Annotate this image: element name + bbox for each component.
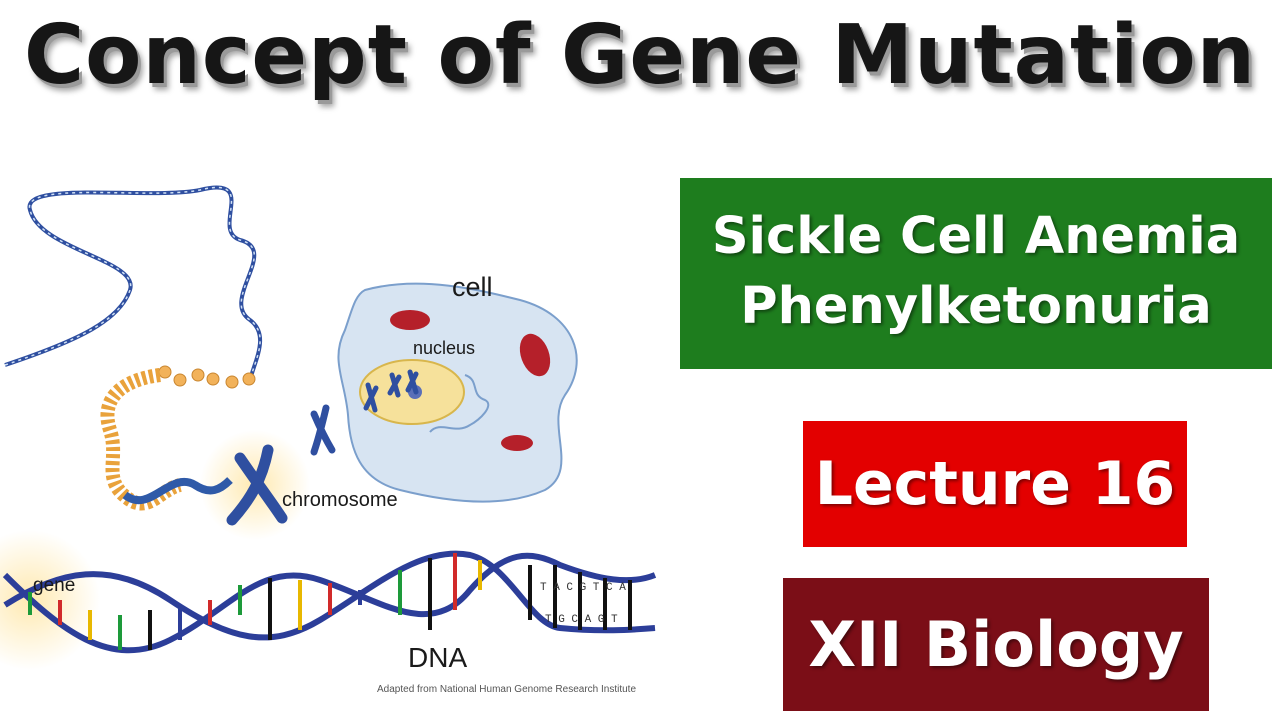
mitochondrion (390, 310, 430, 330)
chromatin-coil (100, 368, 183, 511)
topics-box: Sickle Cell Anemia Phenylketonuria (680, 178, 1272, 369)
topic-line-1: Sickle Cell Anemia (711, 207, 1241, 266)
supercoil (122, 477, 233, 505)
loose-dna-strand (4, 185, 262, 381)
dna-diagram: T A C G T C A T G C A G T (0, 185, 657, 670)
label-chromosome: chromosome (282, 489, 398, 511)
dna-helix (2, 550, 657, 654)
mitochondrion (501, 435, 533, 451)
nucleosome-beads (158, 365, 256, 389)
chromatin-strands (429, 374, 490, 433)
base-letters-top: T A C G T C A (540, 582, 626, 594)
chromosome-small (310, 404, 336, 456)
label-dna: DNA (408, 642, 468, 673)
course-badge: XII Biology (783, 578, 1209, 711)
loose-dna-strand-rungs (4, 186, 261, 381)
chromosome-large (226, 444, 288, 526)
dna-illustration: T A C G T C A T G C A G T cell nucleus c… (0, 170, 670, 710)
base-pairs (28, 553, 632, 650)
main-title: Concept of Gene Mutation (23, 8, 1257, 103)
lecture-badge: Lecture 16 (803, 421, 1187, 547)
image-credit: Adapted from National Human Genome Resea… (377, 684, 637, 695)
nucleus-chromosomes (363, 369, 419, 413)
base-letters-bottom: T G C A G T (545, 614, 618, 626)
mitochondrion (519, 333, 551, 377)
label-cell: cell (452, 272, 493, 302)
label-gene: gene (33, 575, 76, 596)
label-nucleus: nucleus (413, 338, 476, 358)
topic-line-2: Phenylketonuria (740, 277, 1212, 336)
